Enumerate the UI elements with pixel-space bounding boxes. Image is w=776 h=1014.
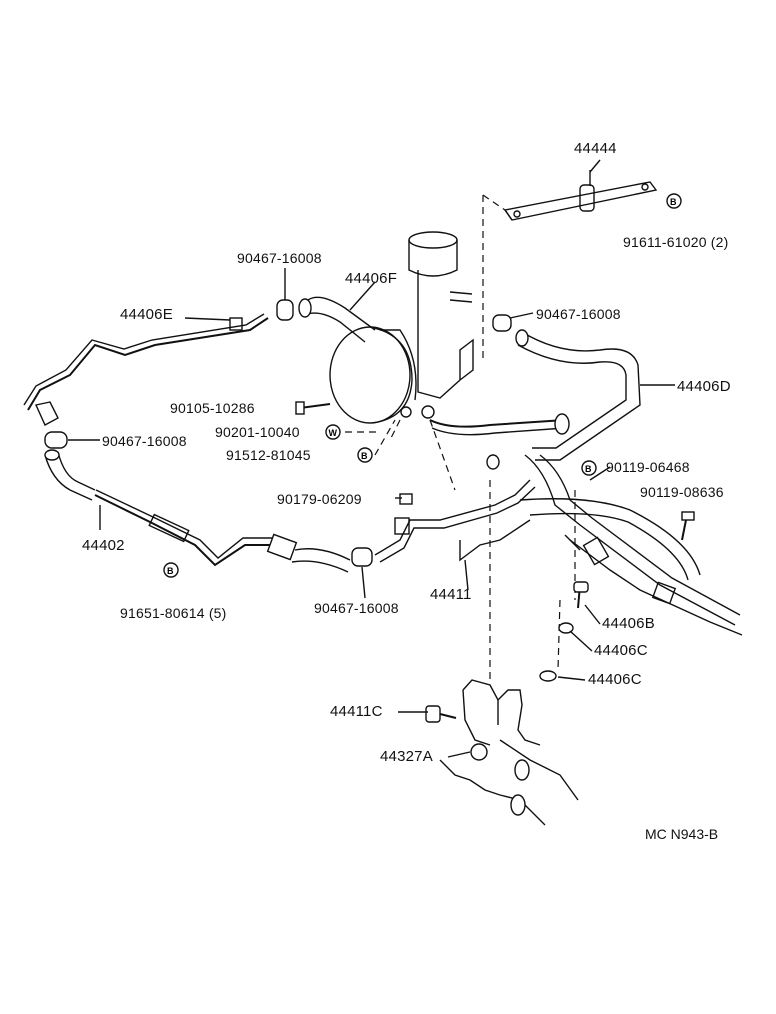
label-90105-10286: 90105-10286: [170, 400, 255, 416]
label-90201-10040: 90201-10040: [215, 424, 300, 440]
hose-44406d: [515, 329, 641, 461]
label-90467-16008-a: 90467-16008: [237, 250, 322, 266]
marker-b-3: B: [581, 460, 597, 476]
label-44406b: 44406B: [602, 615, 655, 632]
marker-b-1: B: [666, 193, 682, 209]
pressure-tube: [429, 413, 570, 436]
hose-44406f: [298, 296, 376, 343]
label-90467-16008-b: 90467-16008: [536, 306, 621, 322]
label-90467-16008-c: 90467-16008: [102, 433, 187, 449]
svg-text:B: B: [670, 197, 677, 207]
marker-b-4: B: [163, 562, 179, 578]
tube-44411: [374, 454, 536, 563]
oil-cooler-pipes: [519, 454, 743, 636]
hardware: [295, 401, 695, 761]
label-90119-06468: 90119-06468: [606, 459, 690, 475]
steering-gear-housing: [439, 679, 579, 826]
clamp-90467: [44, 299, 512, 567]
reservoir-pump: [329, 231, 474, 424]
label-44411c: 44411C: [330, 703, 383, 720]
marker-b-2: B: [357, 447, 373, 463]
label-91611-61020: 91611-61020 (2): [623, 234, 729, 250]
label-44444: 44444: [574, 140, 617, 157]
diagram-code: MC N943-B: [645, 826, 719, 842]
label-44406c-2: 44406C: [588, 671, 642, 688]
bracket-44444: [503, 170, 658, 221]
label-91651-80614: 91651-80614 (5): [120, 605, 227, 621]
marker-w: W: [325, 424, 341, 440]
label-44406c-1: 44406C: [594, 642, 648, 659]
svg-text:B: B: [167, 566, 174, 576]
tube-44406e: [23, 313, 269, 426]
label-44411: 44411: [430, 586, 472, 603]
hose-44402: [44, 449, 351, 573]
label-44402: 44402: [82, 537, 125, 554]
label-44406f: 44406F: [345, 270, 398, 287]
label-90119-08636: 90119-08636: [640, 484, 724, 500]
label-44406d: 44406D: [677, 378, 731, 395]
label-44406e: 44406E: [120, 306, 173, 323]
leader-lines: [68, 159, 675, 758]
label-44327a: 44327A: [380, 748, 433, 765]
label-90179-06209: 90179-06209: [277, 491, 362, 507]
svg-text:W: W: [329, 428, 338, 438]
label-91512-81045: 91512-81045: [226, 447, 311, 463]
svg-text:B: B: [585, 464, 592, 474]
label-90467-16008-d: 90467-16008: [314, 600, 399, 616]
svg-text:B: B: [361, 451, 368, 461]
